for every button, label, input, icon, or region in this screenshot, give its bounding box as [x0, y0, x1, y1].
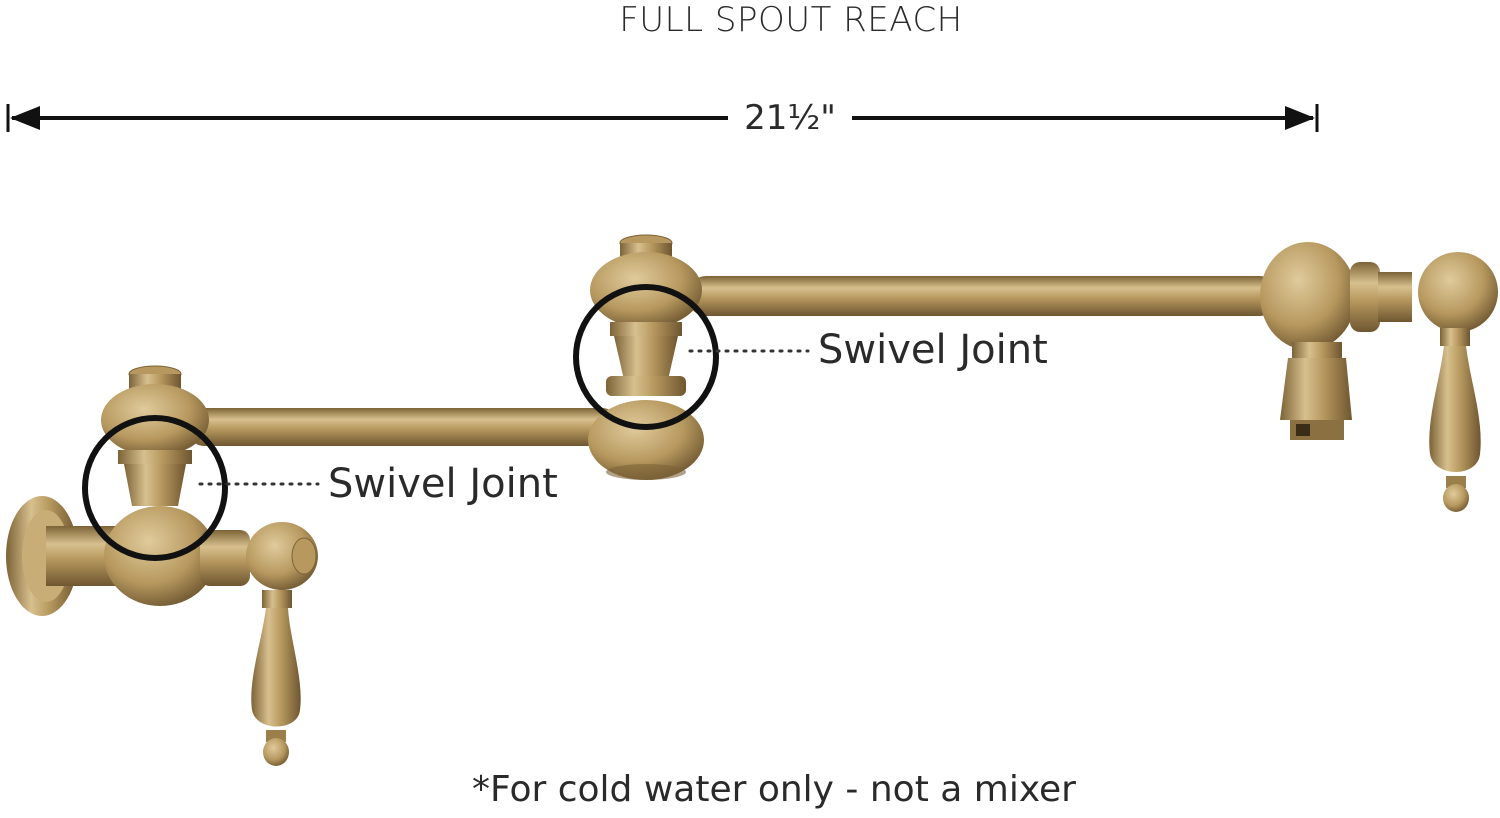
middle-joint: [588, 234, 704, 480]
footnote: *For cold water only - not a mixer: [472, 769, 1076, 810]
lower-arm: [188, 408, 618, 446]
nozzle: [1280, 342, 1352, 440]
swivel-joint-circle-upper: [573, 284, 719, 430]
upper-handle: [1429, 328, 1481, 512]
spout-head: [1260, 242, 1498, 350]
dimension-label: 21½": [728, 96, 852, 140]
dimension-line: [6, 104, 1319, 132]
diagram-title: FULL SPOUT REACH: [619, 0, 963, 40]
lower-joint: [101, 365, 209, 506]
swivel-joint-label-upper: Swivel Joint: [818, 327, 1048, 373]
swivel-joint-label-lower: Swivel Joint: [328, 461, 558, 507]
upper-arm: [688, 276, 1278, 316]
lower-handle: [251, 590, 301, 766]
swivel-joint-circle-lower: [82, 415, 228, 561]
